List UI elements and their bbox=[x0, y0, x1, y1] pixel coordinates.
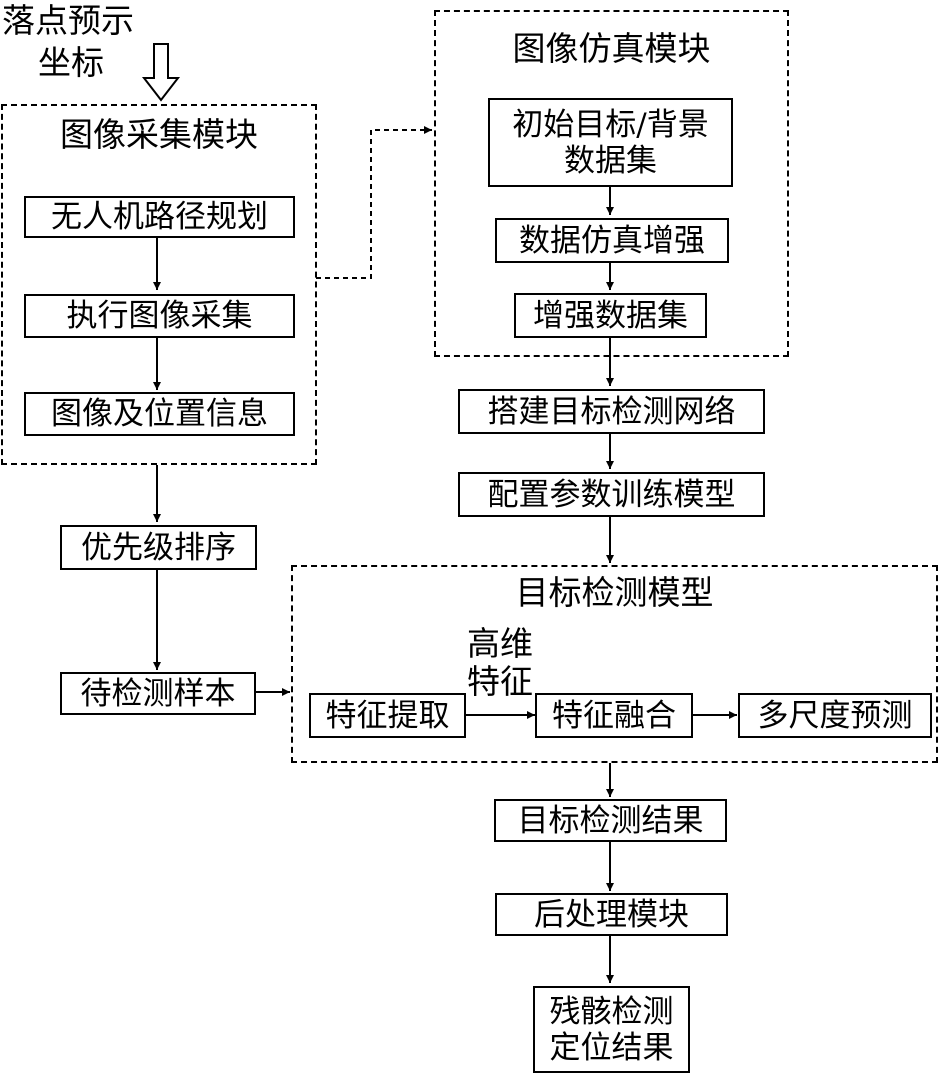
initial-dataset-box: 初始目标/背景 数据集 bbox=[488, 98, 733, 187]
final-result-box: 残骸检测 定位结果 bbox=[533, 986, 690, 1073]
detection-model-group bbox=[291, 565, 938, 763]
feature-extraction-box: 特征提取 bbox=[309, 693, 466, 738]
detection-result-box: 目标检测结果 bbox=[494, 799, 727, 842]
input-label-line1: 落点预示 bbox=[2, 1, 134, 40]
feature-label-line2: 特征 bbox=[467, 662, 533, 701]
input-hollow-arrow bbox=[141, 43, 181, 102]
simulation-module-title: 图像仿真模块 bbox=[512, 29, 711, 68]
initial-dataset-line2: 数据集 bbox=[564, 142, 657, 179]
input-label-line2: 坐标 bbox=[38, 43, 104, 82]
feature-fusion-box: 特征融合 bbox=[535, 693, 693, 738]
initial-dataset-line1: 初始目标/背景 bbox=[512, 106, 709, 143]
step-image-capture: 执行图像采集 bbox=[24, 294, 295, 338]
priority-sorting-box: 优先级排序 bbox=[60, 525, 257, 570]
train-model-box: 配置参数训练模型 bbox=[458, 472, 765, 517]
build-network-box: 搭建目标检测网络 bbox=[458, 389, 765, 434]
samples-box: 待检测样本 bbox=[60, 672, 256, 715]
capture-module-group bbox=[1, 104, 317, 465]
final-result-line2: 定位结果 bbox=[549, 1029, 674, 1066]
capture-module-title: 图像采集模块 bbox=[60, 115, 258, 154]
data-augment-box: 数据仿真增强 bbox=[495, 218, 729, 263]
multiscale-prediction-box: 多尺度预测 bbox=[738, 693, 932, 738]
step-image-position-info: 图像及位置信息 bbox=[24, 392, 295, 436]
step-uav-path-planning: 无人机路径规划 bbox=[24, 196, 295, 238]
postprocess-box: 后处理模块 bbox=[495, 893, 728, 936]
simulation-module-group bbox=[434, 10, 789, 357]
detection-model-title: 目标检测模型 bbox=[515, 573, 714, 612]
arrow-capture-to-simulation bbox=[316, 126, 432, 279]
feature-label-line1: 高维 bbox=[467, 624, 533, 663]
final-result-line1: 残骸检测 bbox=[549, 993, 674, 1030]
augmented-dataset-box: 增强数据集 bbox=[514, 293, 707, 338]
